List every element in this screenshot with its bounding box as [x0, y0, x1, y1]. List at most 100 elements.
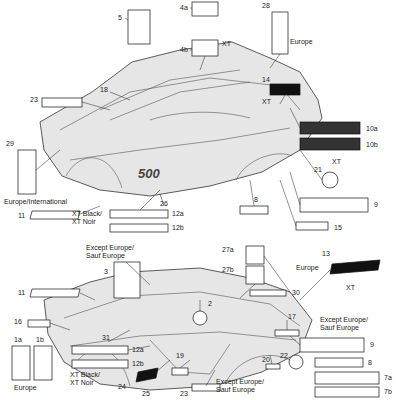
- callout-label: 8: [254, 196, 258, 204]
- decal: [270, 84, 300, 95]
- callout-label: 3: [104, 268, 108, 276]
- callout-label: 30: [292, 289, 300, 297]
- callout-label: 23: [180, 390, 188, 398]
- decal: [315, 372, 379, 384]
- callout-label: 14: [262, 76, 270, 84]
- callout-label: 27b: [222, 266, 234, 274]
- callout-label: Europe: [14, 384, 37, 392]
- callout-label: XT Black/ XT Noir: [70, 371, 110, 387]
- callout-label: 10a: [366, 125, 378, 133]
- leader-lines: [36, 8, 330, 386]
- callout-label: 31: [102, 334, 110, 342]
- callout-label: 12a: [132, 346, 144, 354]
- callout-label: 20: [262, 356, 270, 364]
- model-number: 500: [138, 166, 160, 181]
- callout-label: 13: [322, 250, 330, 258]
- callout-label: Europe: [296, 264, 319, 272]
- decal: [250, 290, 286, 296]
- decal: [192, 2, 218, 16]
- callout-label: 15: [334, 224, 342, 232]
- leader-line: [190, 8, 205, 70]
- rack-line: [100, 70, 250, 120]
- decal: [192, 384, 220, 391]
- callout-label: 1b: [36, 336, 44, 344]
- decal: [272, 12, 288, 54]
- callout-label: 26: [160, 200, 168, 208]
- callout-label: 24: [118, 383, 126, 391]
- decal: [275, 330, 299, 336]
- callout-label: 1a: [14, 336, 22, 344]
- decal: [193, 311, 207, 325]
- leader-line: [50, 320, 300, 345]
- callout-label: 17: [288, 313, 296, 321]
- decal: [110, 210, 168, 218]
- callout-label: 23: [30, 96, 38, 104]
- callout-label: Except Europe/ Sauf Europe: [86, 244, 148, 260]
- callout-label: 4b: [180, 46, 188, 54]
- leader-line: [108, 330, 170, 372]
- decal: [128, 10, 150, 44]
- callout-label: 7b: [384, 388, 392, 396]
- decal: [322, 172, 338, 188]
- callout-label: 11: [18, 289, 25, 297]
- decal: [296, 222, 328, 230]
- upper-body: [40, 42, 322, 196]
- decal: [266, 364, 280, 369]
- decal: [18, 150, 36, 194]
- body-panels: [40, 42, 322, 390]
- decal: [12, 346, 30, 380]
- fender-line: [64, 292, 300, 326]
- leader-line: [250, 150, 322, 226]
- footwell: [150, 340, 230, 374]
- callout-label: 2: [208, 300, 212, 308]
- decal: [110, 224, 168, 232]
- decal: [72, 360, 128, 368]
- seat-line: [150, 112, 250, 120]
- leader-line: [80, 270, 330, 311]
- decal: [300, 122, 360, 134]
- callout-label: Except Europe/ Sauf Europe: [216, 378, 276, 394]
- callout-label: 12b: [132, 360, 144, 368]
- decals: [12, 2, 380, 397]
- callout-label: 16: [14, 318, 22, 326]
- leader-line: [270, 54, 285, 104]
- decal: [192, 40, 218, 56]
- lower-body: [44, 268, 312, 390]
- callout-label: 19: [176, 352, 184, 360]
- callout-label: 22: [280, 352, 288, 360]
- callout-label: XT Black/ XT Noir: [72, 210, 108, 226]
- decal: [72, 346, 128, 354]
- callout-label: Europe/International: [4, 198, 67, 206]
- decal: [300, 138, 360, 150]
- decal: [240, 206, 268, 214]
- callout-label: 5: [118, 14, 122, 22]
- callout-label: XT: [222, 40, 231, 48]
- callout-label: 4a: [180, 4, 188, 12]
- decal: [315, 387, 379, 397]
- callout-label: 21: [314, 166, 322, 174]
- callout-label: 7a: [384, 374, 392, 382]
- decal: [300, 338, 364, 352]
- callout-label: 12a: [172, 210, 184, 218]
- callout-label: 11: [18, 212, 25, 220]
- decal: [300, 198, 368, 212]
- decal: [42, 98, 82, 107]
- fender-line: [60, 78, 300, 130]
- callout-label: Europe: [290, 38, 313, 46]
- callout-label: 9: [374, 201, 378, 209]
- callout-label: 9: [370, 341, 374, 349]
- leader-line: [82, 92, 300, 128]
- fender-line: [70, 332, 296, 346]
- callout-label: 8: [368, 359, 372, 367]
- body-detail: [60, 70, 300, 386]
- callout-label: XT: [332, 158, 341, 166]
- decal: [172, 368, 188, 375]
- decal: [246, 246, 264, 264]
- leader-line: [125, 18, 128, 20]
- decal: [136, 368, 158, 382]
- decal: [330, 260, 380, 274]
- logo-decal: [30, 289, 80, 297]
- callout-label: XT: [346, 284, 355, 292]
- callout-label: 25: [142, 390, 150, 398]
